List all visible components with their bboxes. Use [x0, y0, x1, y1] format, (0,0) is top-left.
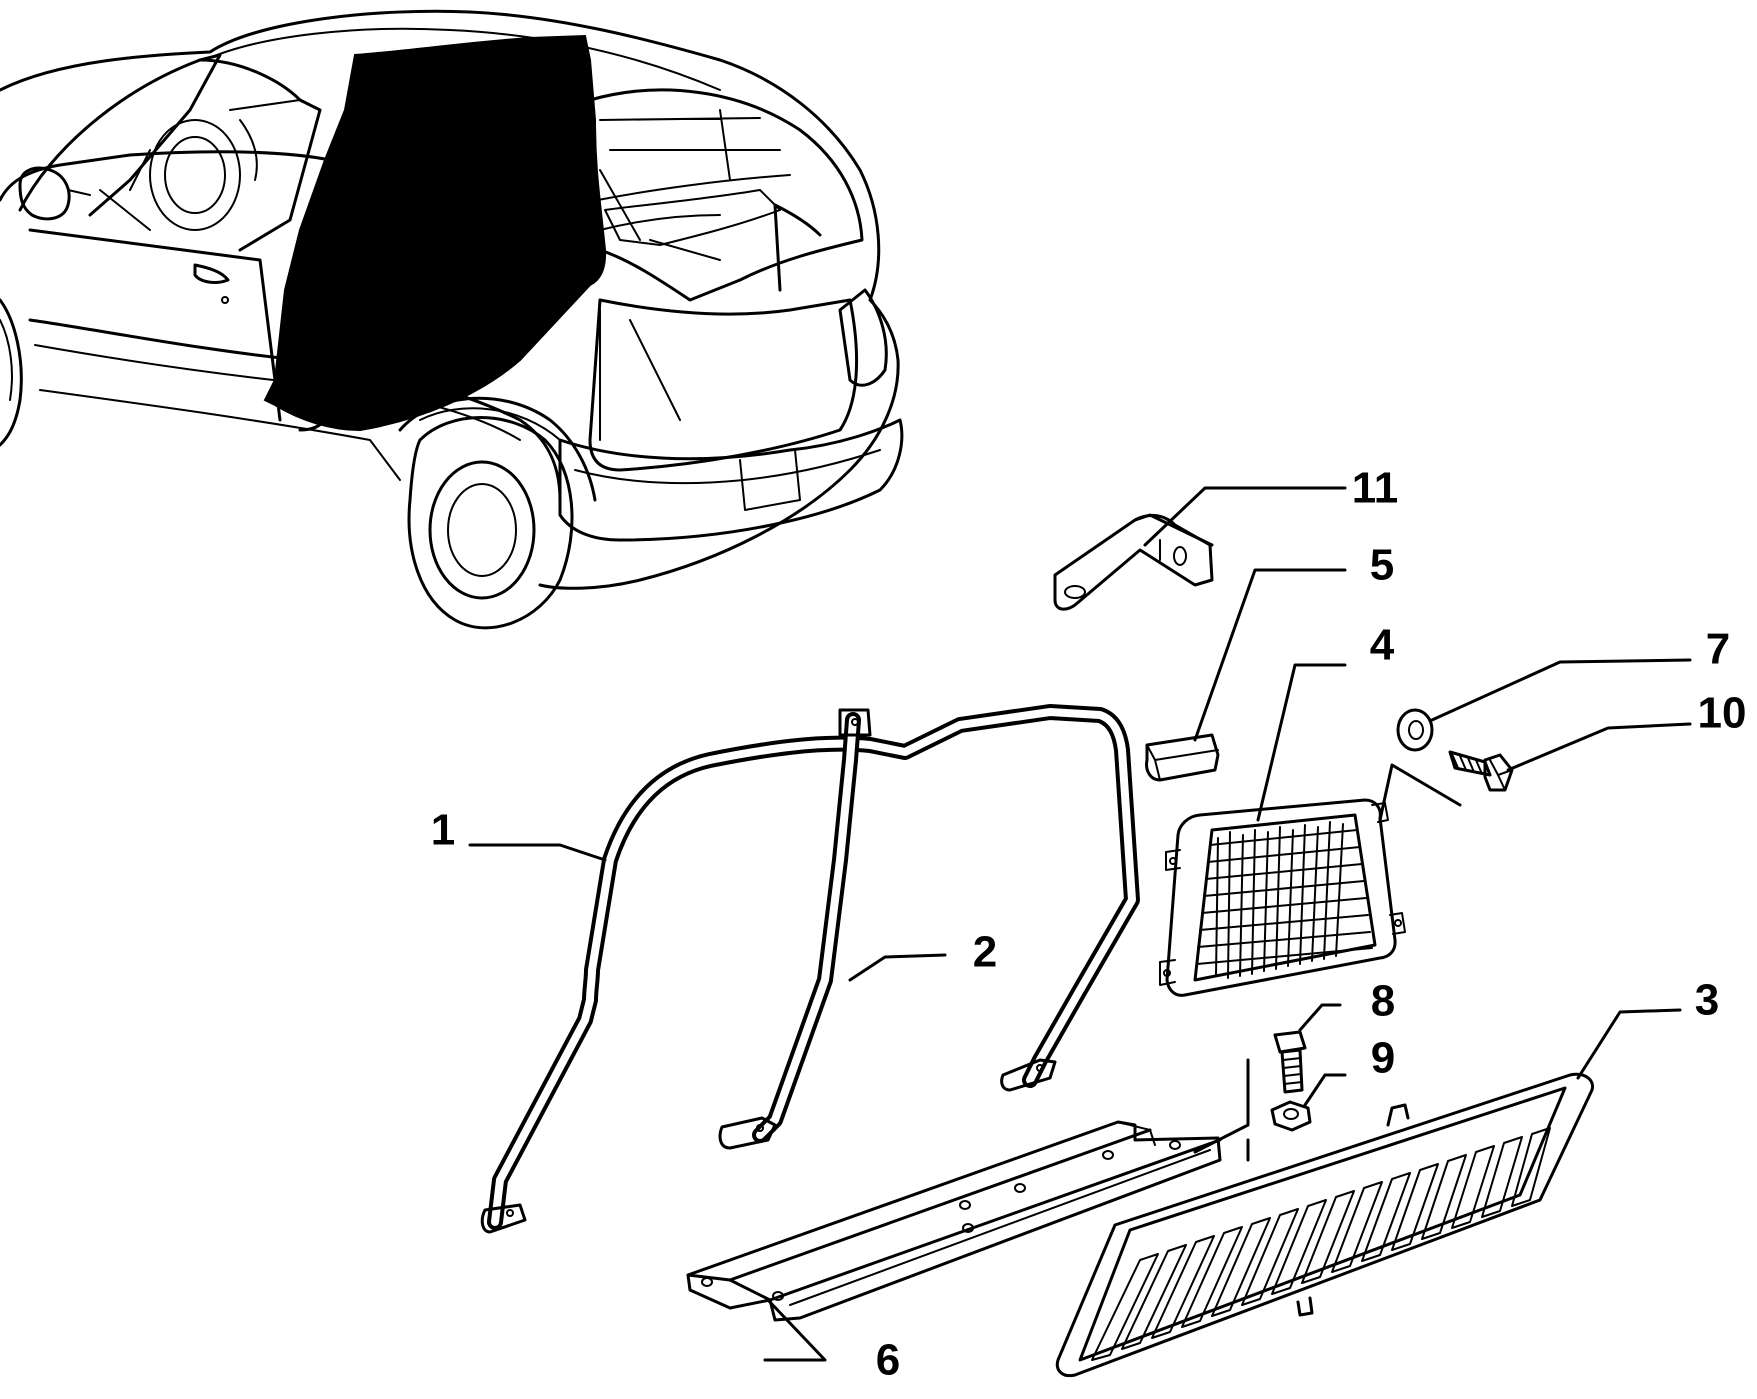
callout-6: 6: [876, 1336, 900, 1385]
callout-labels: 11 5 4 7 10 1 2 8 3 9 6: [431, 464, 1747, 1385]
leader-lines: [468, 486, 1692, 1362]
part-3-slotted-panel: [1055, 1072, 1595, 1378]
callout-11: 11: [1352, 464, 1399, 513]
part-4-mesh-grille: [1159, 798, 1406, 997]
callout-1: 1: [431, 806, 455, 855]
part-1-frame: [480, 704, 1140, 1234]
part-10-bolt: [1448, 750, 1514, 792]
callout-10: 10: [1698, 689, 1747, 738]
callout-5: 5: [1370, 541, 1394, 590]
part-8-bolt: [1273, 1030, 1307, 1094]
callout-7: 7: [1706, 625, 1730, 674]
part-5-block: [1145, 733, 1220, 782]
callout-8: 8: [1371, 977, 1395, 1026]
part-11-bracket: [1053, 513, 1214, 611]
callout-2: 2: [973, 928, 997, 977]
callout-9: 9: [1371, 1034, 1395, 1083]
part-6-rail: [686, 1120, 1222, 1322]
part-7-washer: [1396, 708, 1434, 752]
part-9-nut: [1270, 1100, 1312, 1132]
callout-3: 3: [1695, 976, 1719, 1025]
callout-4: 4: [1370, 621, 1395, 670]
partition-panel: [263, 34, 607, 432]
part-2-inner-tube: [718, 708, 872, 1150]
car-illustration: [0, 9, 904, 630]
